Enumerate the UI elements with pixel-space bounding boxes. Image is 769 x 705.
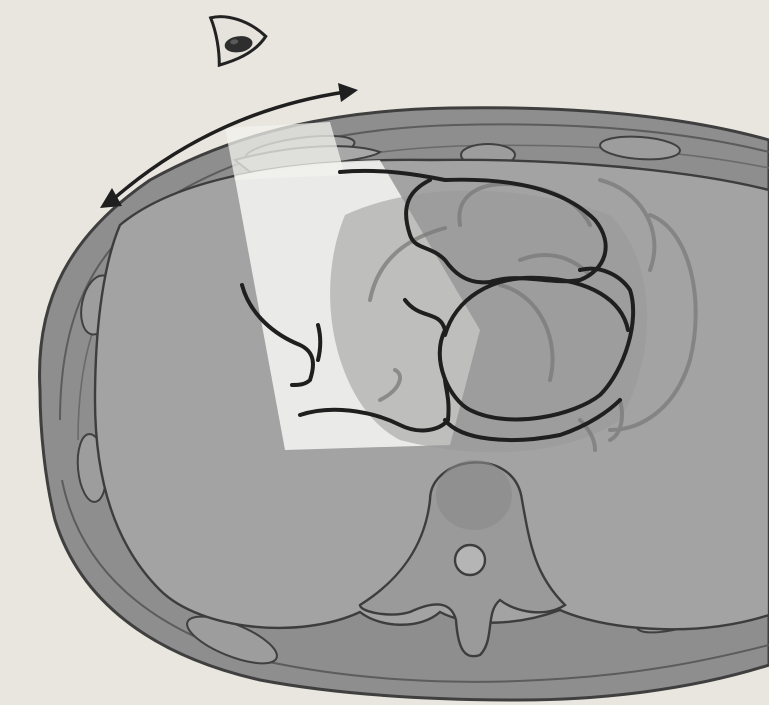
eye-icon [211, 10, 269, 65]
beam-window-upper [225, 122, 345, 180]
vertebral-body-texture [436, 460, 512, 530]
arrow-head-right [338, 83, 358, 102]
left-vessel-stub [318, 325, 320, 360]
arrow-head-left [100, 188, 122, 208]
spinal-canal [455, 545, 485, 575]
